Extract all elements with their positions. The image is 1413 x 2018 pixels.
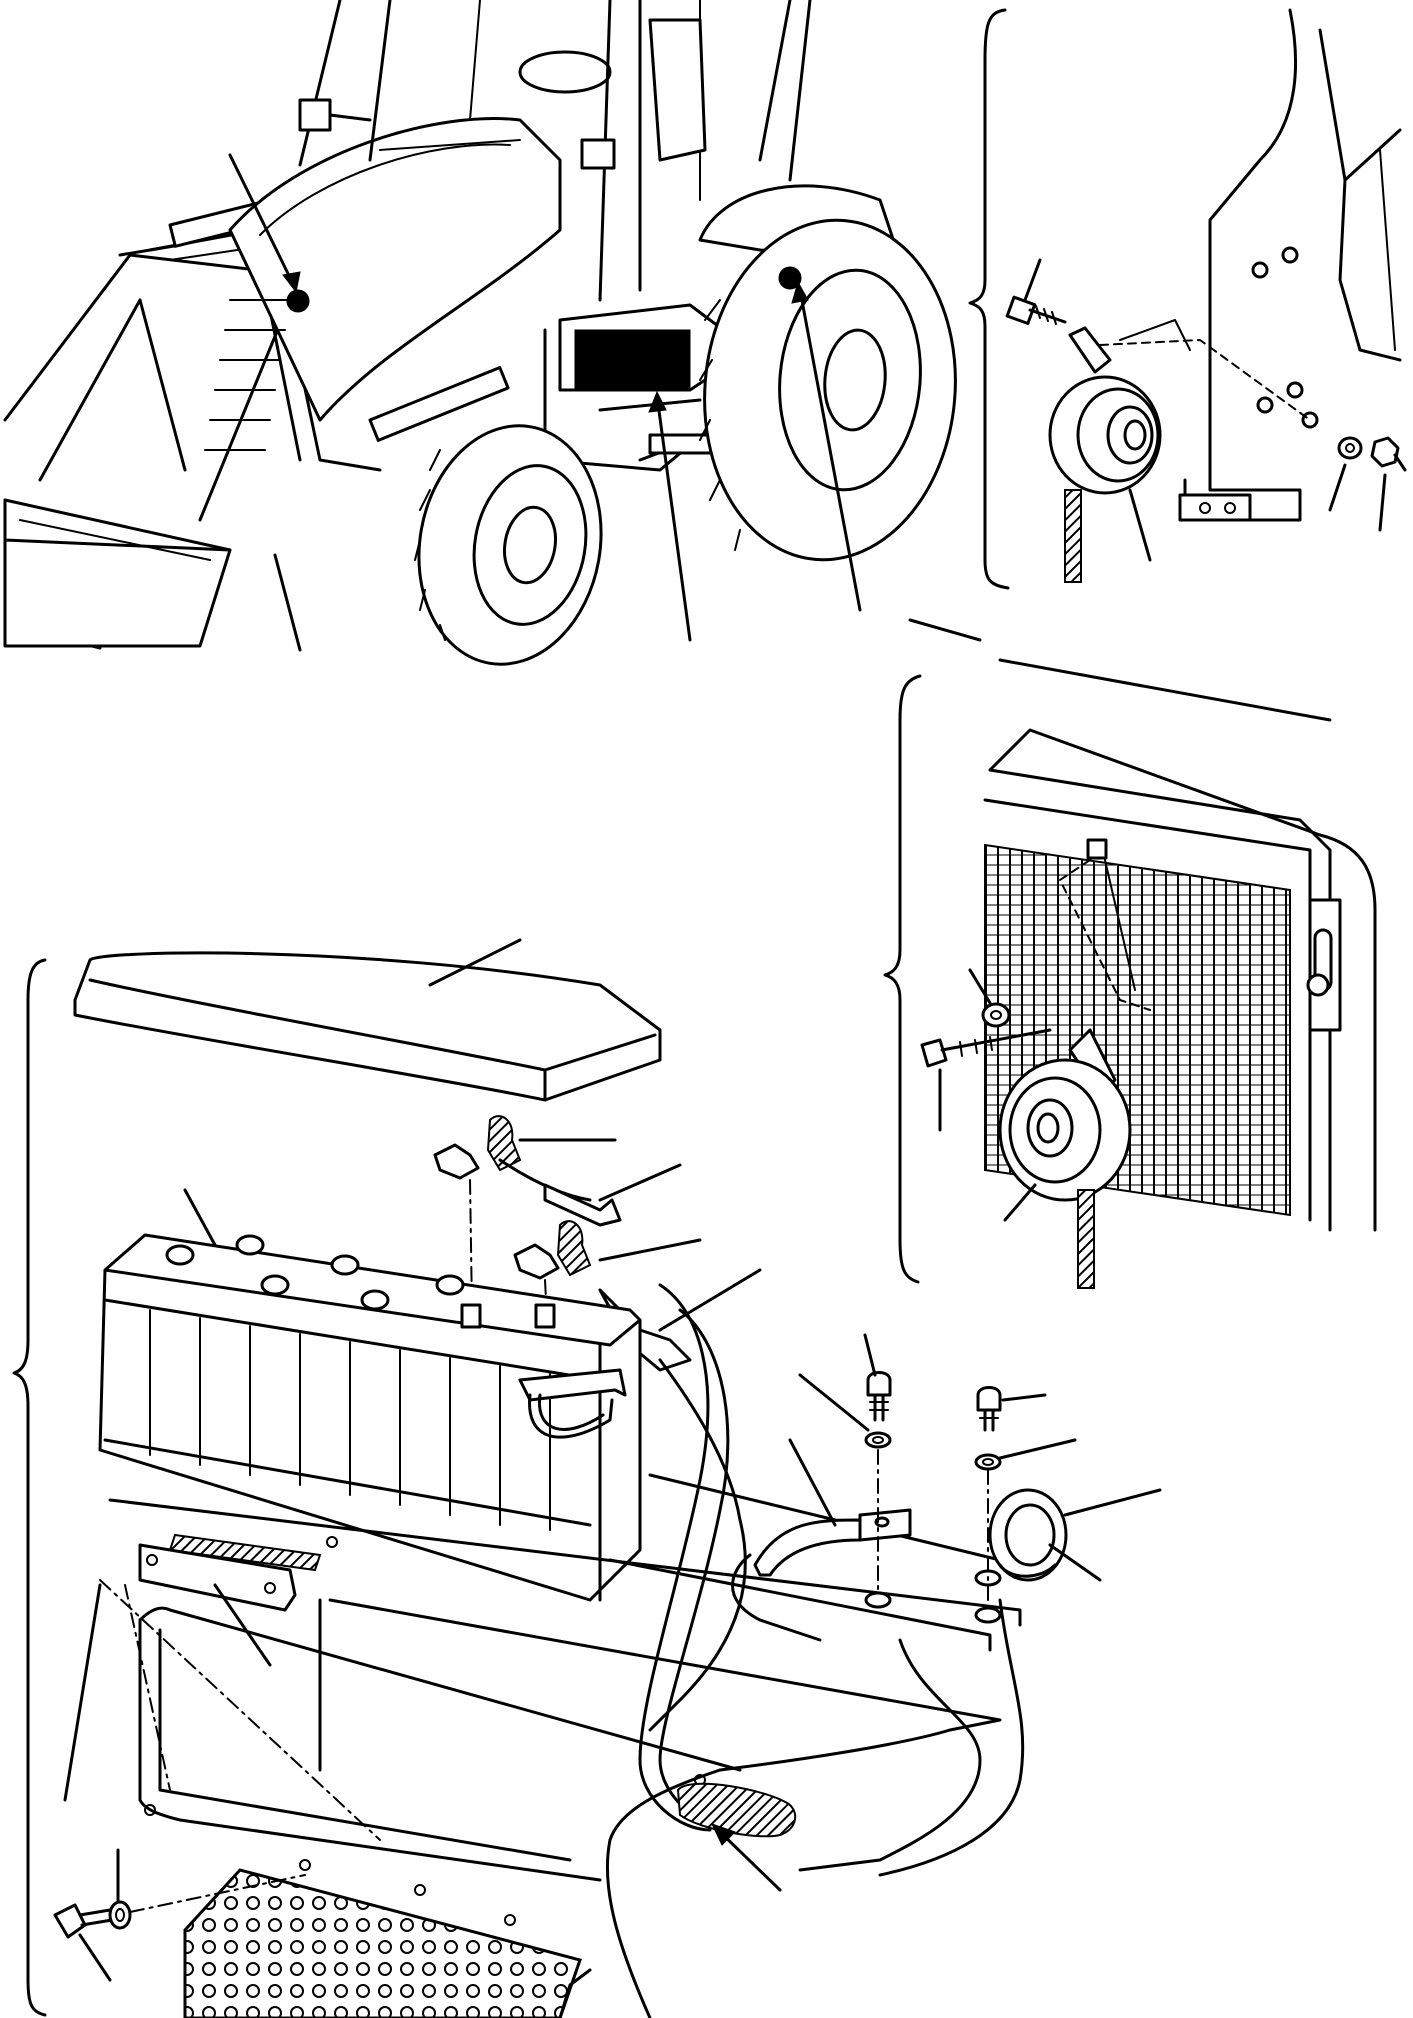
earth-bolt-left bbox=[864, 1371, 892, 1609]
callout-dot-loader-pivot bbox=[286, 289, 310, 313]
horn-front bbox=[998, 1028, 1132, 1289]
work-light-left bbox=[298, 98, 332, 132]
steering-wheel bbox=[518, 50, 612, 94]
horn-cable bbox=[1077, 1189, 1095, 1289]
engine-hood bbox=[228, 116, 562, 422]
grommet-arrow bbox=[711, 1823, 736, 1846]
hold-down-strip bbox=[168, 1533, 322, 1572]
work-light-right bbox=[580, 138, 616, 170]
rear-horn-leader-lines bbox=[1023, 258, 1407, 562]
grille-nut-block bbox=[1086, 838, 1108, 860]
earth-bolt-right bbox=[974, 1386, 1002, 1624]
clamp-bolt bbox=[53, 1874, 306, 1939]
battery-post-negative bbox=[460, 1303, 482, 1329]
battery bbox=[98, 1233, 642, 1602]
front-horn-leader-lines bbox=[938, 968, 1037, 1222]
cab-pillar-front bbox=[298, 0, 342, 167]
horn-cable bbox=[1064, 489, 1082, 583]
overview-leader-lines bbox=[228, 153, 862, 652]
machine-overview-panel bbox=[3, 0, 982, 666]
rear-wheel bbox=[699, 218, 957, 562]
battery-cell-caps bbox=[165, 1234, 465, 1311]
horn-front-grille-panel bbox=[883, 658, 1377, 1289]
earth-strap bbox=[753, 1508, 912, 1577]
group-bracket bbox=[883, 674, 922, 1284]
access-step-tread bbox=[183, 1868, 582, 2018]
callout-dot-rear-horn bbox=[778, 266, 802, 290]
battery-assembly-panel bbox=[12, 938, 1162, 2018]
horn-washer bbox=[1337, 436, 1363, 460]
operator-seat bbox=[648, 18, 707, 162]
group-bracket bbox=[12, 958, 47, 2017]
horn-nut bbox=[1370, 436, 1400, 468]
hood-grille-ribs bbox=[204, 299, 291, 451]
grille-horn-washer bbox=[981, 1002, 1011, 1028]
group-bracket bbox=[968, 8, 1010, 590]
battery-post-positive bbox=[534, 1303, 556, 1329]
earth-strap-band bbox=[988, 1488, 1068, 1582]
horn-rear bbox=[1048, 326, 1162, 583]
battery-leader-lines bbox=[63, 938, 1162, 1982]
battery-cell-dividers bbox=[149, 1309, 551, 1531]
grille-horn-bolt bbox=[920, 1028, 1052, 1068]
battery-box-location bbox=[574, 329, 691, 391]
horn-rear-mount-panel bbox=[968, 8, 1407, 590]
horn-bolt bbox=[1005, 295, 1067, 326]
hold-down-clamp bbox=[138, 1543, 297, 1612]
mount-plate-foot bbox=[1178, 493, 1252, 522]
loader-tilt-cylinder bbox=[368, 366, 510, 442]
battery-cover bbox=[73, 951, 662, 1102]
negative-terminal bbox=[433, 1115, 622, 1227]
loader-arm bbox=[3, 253, 302, 522]
front-wheel bbox=[414, 424, 603, 666]
loader-bucket bbox=[3, 498, 232, 648]
